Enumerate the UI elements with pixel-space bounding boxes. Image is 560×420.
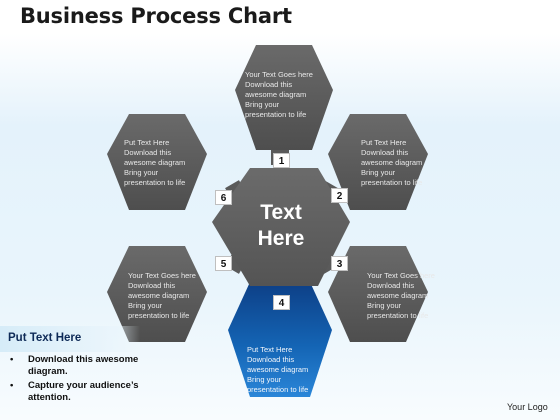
bullet-list: Download this awesome diagram. Capture y… [10, 354, 148, 406]
side-panel: Put Text Here Download this awesome diag… [0, 326, 180, 420]
hexagon-3-line: Bring your [367, 301, 402, 310]
bullet-item: Download this awesome diagram. [10, 354, 148, 378]
center-label: Text Here [238, 200, 324, 252]
hexagon-3 [328, 246, 428, 342]
center-label-line-1: Text [260, 201, 302, 224]
hexagon-5-text: Your Text Goes here Download this awesom… [128, 271, 196, 321]
center-hexagon [212, 168, 350, 286]
hexagon-1-line: Download this [245, 80, 293, 89]
hexagon-4-line: awesome diagram [247, 365, 309, 374]
hexagon-4-line: Download this [247, 355, 295, 364]
step-number-5: 5 [215, 256, 232, 271]
hexagon-3-line: Your Text Goes here [367, 271, 435, 280]
side-panel-heading: Put Text Here [8, 332, 82, 344]
hexagon-6-line: Bring your [124, 168, 159, 177]
hexagon-6-line: Download this [124, 148, 172, 157]
hexagon-2-line: Bring your [361, 168, 396, 177]
step-number-4: 4 [273, 295, 290, 310]
step-number-6: 6 [215, 190, 232, 205]
step-number-2: 2 [331, 188, 348, 203]
hexagon-5-line: Download this [128, 281, 176, 290]
hexagon-4-line: Bring your [247, 375, 282, 384]
hexagon-2-line: awesome diagram [361, 158, 423, 167]
hexagon-4-text: Put Text Here Download this awesome diag… [247, 345, 308, 395]
hexagon-2-text: Put Text Here Download this awesome diag… [361, 138, 422, 188]
hexagon-2-line: Put Text Here [361, 138, 407, 147]
hexagon-4 [228, 282, 332, 397]
step-number-1: 1 [273, 153, 290, 168]
hexagon-5 [107, 246, 207, 342]
hexagon-1 [235, 45, 333, 150]
hexagon-5-line: presentation to life [128, 311, 190, 320]
hexagon-2-line: presentation to life [361, 178, 423, 187]
hexagon-3-line: presentation to life [367, 311, 429, 320]
hexagon-1-text: Your Text Goes here Download this awesom… [245, 70, 313, 120]
hexagon-5-line: Your Text Goes here [128, 271, 196, 280]
hexagon-6-text: Put Text Here Download this awesome diag… [124, 138, 185, 188]
hexagon-1-line: awesome diagram [245, 90, 307, 99]
hexagon-6-line: Put Text Here [124, 138, 170, 147]
hexagon-5-line: awesome diagram [128, 291, 190, 300]
hexagon-3-line: awesome diagram [367, 291, 429, 300]
hexagon-2 [328, 114, 428, 210]
hexagon-2-line: Download this [361, 148, 409, 157]
hexagon-1-line: Your Text Goes here [245, 70, 313, 79]
hexagon-5-line: Bring your [128, 301, 163, 310]
side-panel-heading-bar: Put Text Here [0, 326, 140, 352]
hexagon-4-line: Put Text Here [247, 345, 293, 354]
hexagon-3-line: Download this [367, 281, 415, 290]
hexagon-1-line: Bring your [245, 100, 280, 109]
hexagon-6-line: presentation to life [124, 178, 186, 187]
center-label-line-2: Here [257, 227, 305, 250]
hexagon-3-text: Your Text Goes here Download this awesom… [367, 271, 435, 321]
hexagon-6-line: awesome diagram [124, 158, 186, 167]
step-number-3: 3 [331, 256, 348, 271]
logo-text: Your Logo [507, 402, 548, 412]
bullet-item: Capture your audience’s attention. [10, 380, 148, 404]
hexagon-6 [107, 114, 207, 210]
hexagon-1-line: presentation to life [245, 110, 307, 119]
page-title: Business Process Chart [20, 4, 292, 28]
hexagon-4-line: presentation to life [247, 385, 309, 394]
